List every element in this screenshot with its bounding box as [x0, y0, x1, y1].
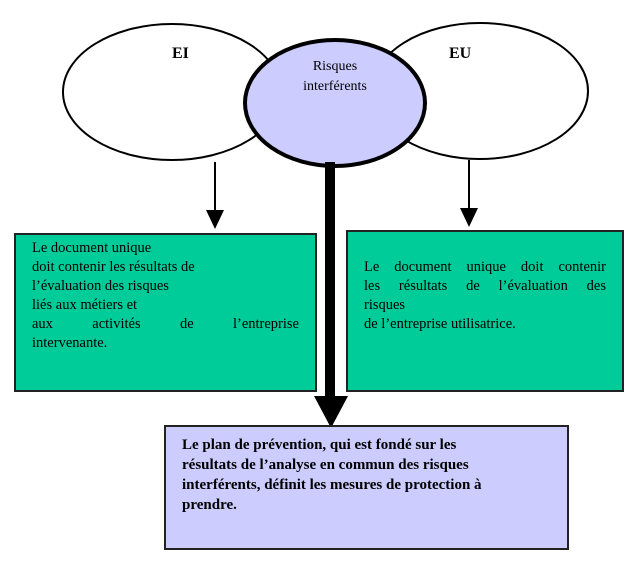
box-line: aux activités de l’entreprise	[32, 316, 299, 332]
box-line: Le document unique	[32, 240, 152, 256]
ei-document-box: Le document unique doit contenir les rés…	[14, 233, 317, 392]
thick-arrow-shaft	[325, 162, 335, 398]
box-line: Le document unique doit contenir	[364, 259, 606, 275]
eu-document-box: Le document unique doit contenir les rés…	[346, 230, 624, 392]
box-line: de l’entreprise utilisatrice.	[364, 316, 516, 332]
box-line: liés aux métiers et	[32, 297, 138, 313]
box-line: prendre.	[182, 497, 237, 513]
box-line: risques	[364, 297, 406, 313]
risques-label: Risques interférents	[275, 57, 395, 97]
thick-arrowhead	[314, 396, 348, 428]
box-line: l’évaluation des risques	[32, 278, 169, 294]
box-line: Le plan de prévention, qui est fondé sur…	[182, 437, 457, 453]
eu-arrowhead	[460, 208, 478, 227]
ei-arrowhead	[206, 210, 224, 229]
eu-label: EU	[449, 45, 472, 62]
box-line: intervenante.	[32, 335, 108, 351]
box-line: interférents, définit les mesures de pro…	[182, 477, 482, 493]
box-line: résultats de l’analyse en commun des ris…	[182, 457, 469, 473]
risques-line-2: interférents	[303, 79, 367, 94]
plan-prevention-box-text: Le plan de prévention, qui est fondé sur…	[164, 425, 569, 550]
box-line: les résultats de l’évaluation des	[364, 278, 606, 294]
ei-label: EI	[172, 45, 189, 62]
box-line: doit contenir les résultats de	[32, 259, 195, 275]
risques-line-1: Risques	[312, 59, 358, 74]
